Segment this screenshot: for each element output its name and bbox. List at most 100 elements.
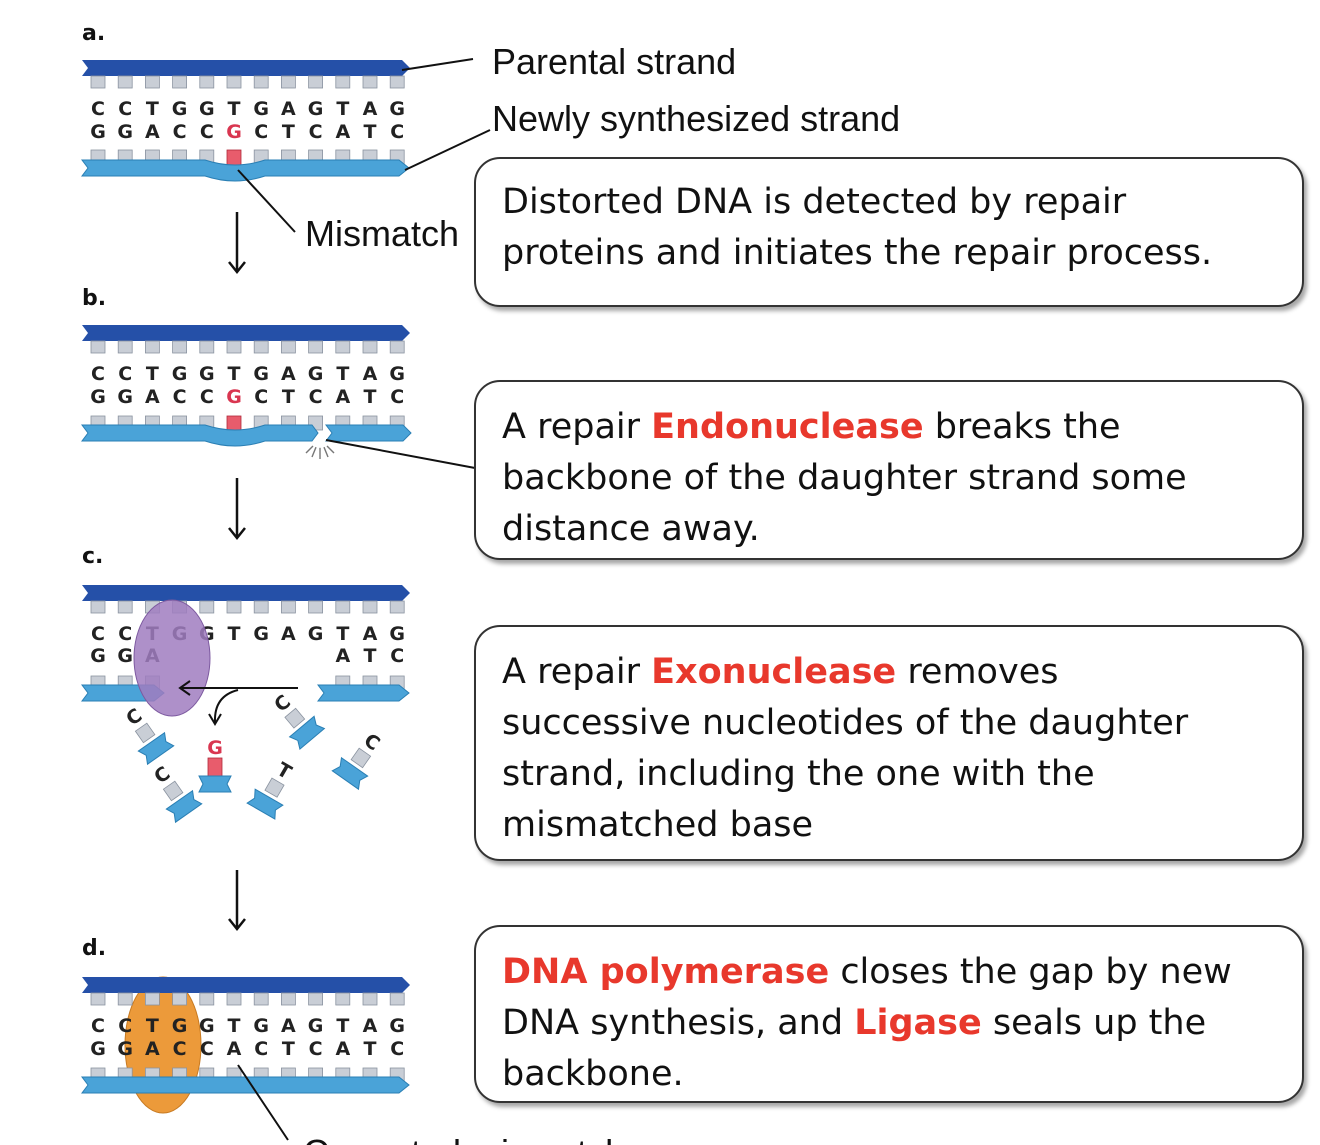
- base-letter: A: [335, 645, 350, 667]
- base-letter: T: [364, 1038, 377, 1060]
- parental-backbone: [82, 977, 410, 993]
- parental-strand-label: Parental strand: [492, 41, 736, 82]
- base-letter: G: [199, 363, 215, 385]
- base-letter: A: [281, 1015, 296, 1037]
- nucleotide-base-block: [264, 777, 285, 798]
- base-letter: C: [309, 1038, 323, 1060]
- parental-backbone: [82, 585, 410, 601]
- base-letter: A: [363, 363, 378, 385]
- step-arrow-b-c: [228, 478, 246, 541]
- free-nucleotide-letter: G: [207, 737, 223, 759]
- parental-base-block: [226, 340, 242, 354]
- base-letter: A: [227, 1038, 242, 1060]
- base-letter: A: [335, 121, 350, 143]
- parental-leader: [401, 58, 474, 71]
- panel-letter: b.: [82, 286, 106, 311]
- base-letter: T: [364, 645, 377, 667]
- base-letter: G: [90, 121, 106, 143]
- base-letter: G: [117, 386, 133, 408]
- base-letter: A: [335, 386, 350, 408]
- base-letter: A: [281, 98, 296, 120]
- free-nucleotide: T: [246, 758, 295, 820]
- parental-base-block: [280, 992, 296, 1006]
- free-nucleotide: C: [150, 762, 203, 824]
- base-letter: A: [363, 98, 378, 120]
- base-letter: A: [335, 1038, 350, 1060]
- parental-base-block: [90, 75, 106, 89]
- free-nucleotide: C: [270, 691, 326, 751]
- panel-c: c.CCTGGTGAGTAGGGAATCCGCCCT: [81, 544, 410, 824]
- base-letter: C: [173, 121, 187, 143]
- daughter-backbone: [81, 1076, 410, 1094]
- panel-letter: c.: [82, 544, 103, 569]
- base-letter: T: [282, 1038, 295, 1060]
- base-letter: G: [172, 98, 188, 120]
- base-letter: T: [146, 1015, 159, 1037]
- base-letter: C: [200, 121, 214, 143]
- exonuclease-text-before: A repair: [502, 652, 652, 692]
- parental-base-block: [362, 340, 378, 354]
- nicked-daughter-backbone: [81, 424, 412, 447]
- parental-base-block: [308, 75, 324, 89]
- base-letter: T: [228, 98, 241, 120]
- detect-text: Distorted DNA is detected by repair prot…: [502, 182, 1213, 273]
- parental-base-block: [280, 340, 296, 354]
- base-letter: G: [389, 98, 405, 120]
- base-letter: T: [336, 98, 349, 120]
- release-arrow: [208, 689, 239, 726]
- parental-base-block: [226, 600, 242, 614]
- base-letter: T: [282, 121, 295, 143]
- base-letter: G: [253, 1015, 269, 1037]
- parental-base-block: [144, 992, 160, 1006]
- nucleotide-backbone: [137, 731, 175, 766]
- base-letter: G: [308, 98, 324, 120]
- endonuclease-explanation-box: A repair Endonuclease breaks the backbon…: [474, 380, 1304, 560]
- nick-leader: [325, 439, 476, 469]
- base-letter: C: [254, 386, 268, 408]
- nucleotide-backbone: [331, 756, 369, 791]
- daughter-backbone-right: [317, 684, 410, 702]
- exonuclease-explanation-box: A repair Exonuclease removes successive …: [474, 625, 1304, 861]
- parental-base-block: [117, 992, 133, 1006]
- base-letter: C: [309, 386, 323, 408]
- parental-base-block: [172, 992, 188, 1006]
- mismatch-base: G: [226, 386, 242, 408]
- base-letter: C: [91, 98, 105, 120]
- nucleotide-backbone: [246, 788, 284, 820]
- base-letter: C: [173, 1038, 187, 1060]
- base-letter: T: [146, 98, 159, 120]
- parental-base-block: [362, 992, 378, 1006]
- base-letter: C: [254, 1038, 268, 1060]
- parental-base-block: [389, 340, 405, 354]
- base-letter: C: [200, 1038, 214, 1060]
- base-letter: C: [390, 121, 404, 143]
- base-letter: G: [90, 386, 106, 408]
- base-letter: G: [90, 645, 106, 667]
- base-letter: C: [118, 1015, 132, 1037]
- nucleotide-base-block: [162, 780, 184, 802]
- dna-polymerase-highlight: DNA polymerase: [502, 952, 830, 992]
- base-letter: C: [91, 363, 105, 385]
- parental-base-block: [335, 340, 351, 354]
- corrected-leader: [237, 1064, 289, 1141]
- parental-base-block: [144, 75, 160, 89]
- parental-base-block: [117, 75, 133, 89]
- nucleotide-base-block: [134, 722, 156, 744]
- base-letter: C: [118, 623, 132, 645]
- base-letter: C: [118, 98, 132, 120]
- base-letter: G: [308, 623, 324, 645]
- nucleotide-backbone: [165, 789, 203, 824]
- parental-base-block: [90, 992, 106, 1006]
- parental-base-block: [362, 75, 378, 89]
- parental-base-block: [335, 600, 351, 614]
- base-letter: G: [389, 363, 405, 385]
- parental-base-block: [335, 992, 351, 1006]
- parental-base-block: [280, 75, 296, 89]
- base-letter: G: [253, 363, 269, 385]
- base-letter: T: [282, 386, 295, 408]
- base-letter: G: [389, 623, 405, 645]
- parental-base-block: [335, 75, 351, 89]
